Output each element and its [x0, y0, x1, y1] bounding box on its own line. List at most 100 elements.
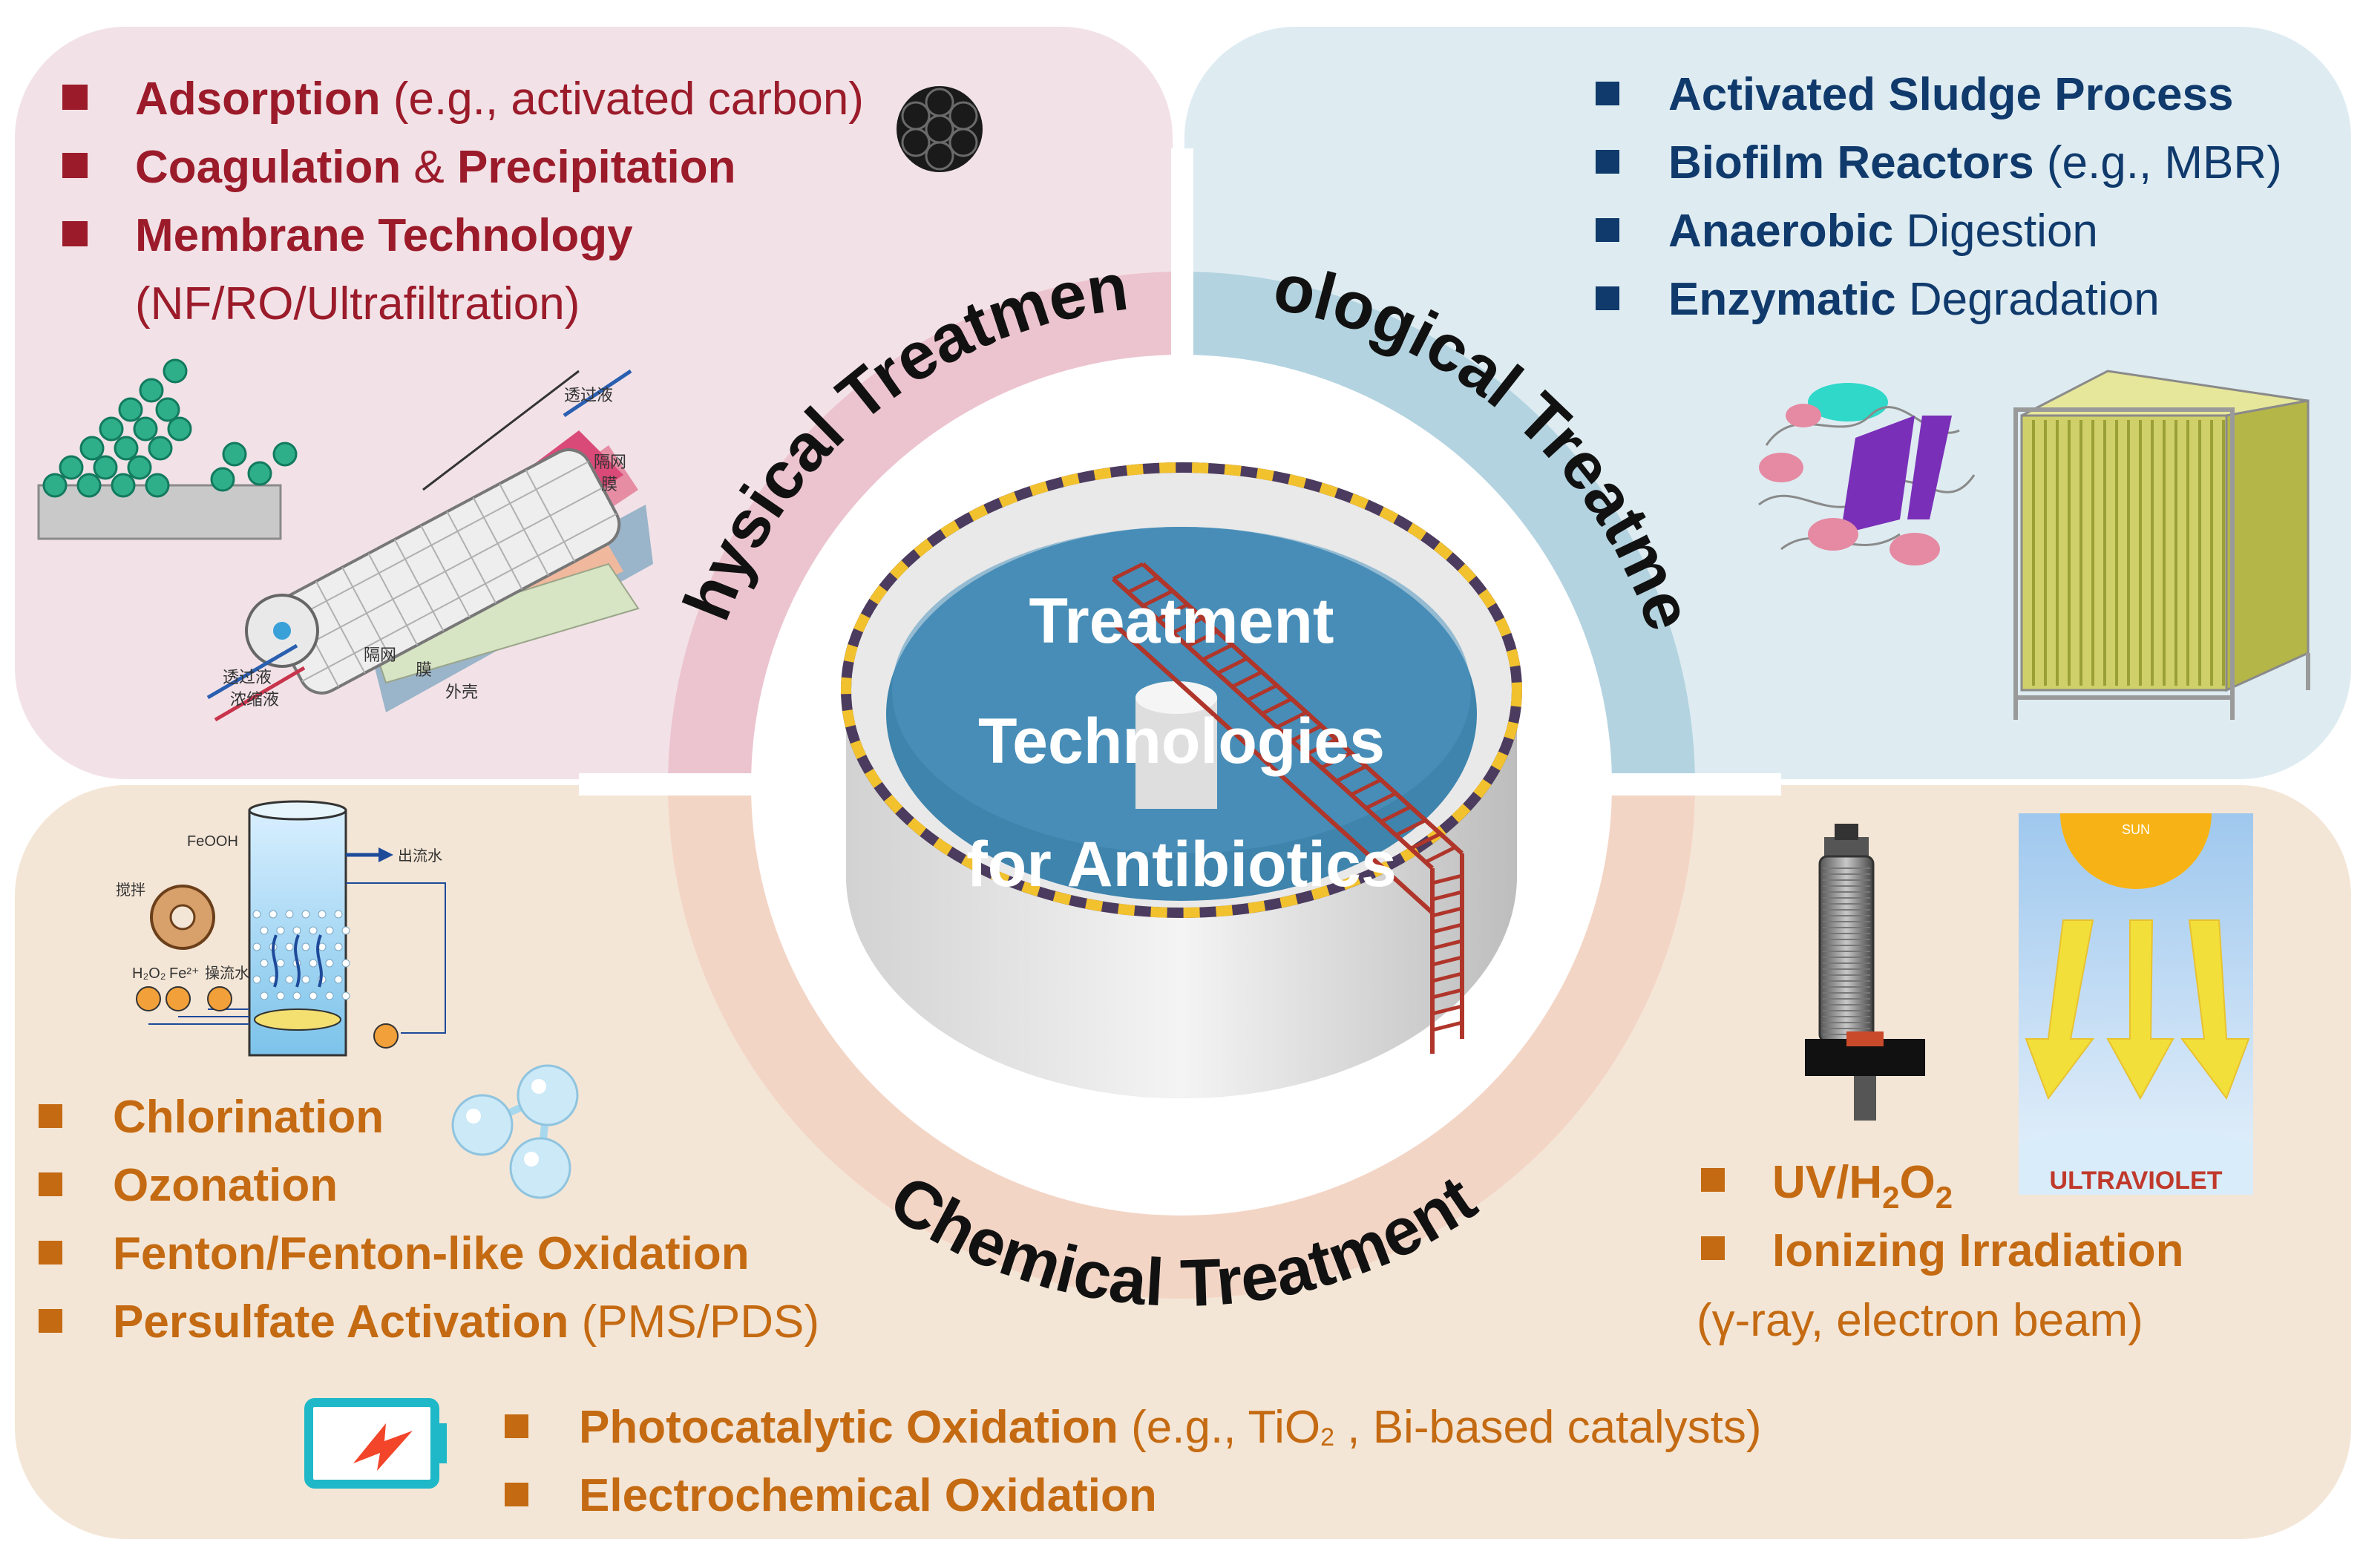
biological-item-anaerobic: Anaerobic Digestion: [1668, 206, 2098, 257]
adsorbate-particle: [247, 461, 272, 486]
physical-item-membrane-continuation: (NF/RO/Ultrafiltration): [135, 278, 580, 329]
ladder-rung: [1432, 1004, 1463, 1016]
adsorbate-particle: [42, 473, 68, 498]
adsorbate-particle: [222, 442, 247, 467]
bridge-rung: [1216, 657, 1248, 675]
bubble: [318, 910, 327, 919]
treatment-tank-illustration: [841, 462, 1522, 1098]
adsorbate-particle: [118, 397, 143, 422]
bubble: [301, 975, 310, 984]
fenton-label-inflow: 操流水: [205, 965, 249, 982]
chemical-items-right: UV/H2O2 Ionizing Irradiation (γ-ray, ele…: [1697, 1157, 2184, 1346]
chemical-item-persulfate: Persulfate Activation (PMS/PDS): [113, 1296, 819, 1348]
bridge-rung: [1201, 643, 1233, 662]
bridge-rung: [1290, 724, 1323, 743]
bubble: [260, 959, 269, 968]
center-title-line-2: Technologies: [978, 706, 1385, 777]
bullet: [39, 1104, 62, 1128]
bubble: [292, 926, 301, 935]
membrane-label: 透过液: [564, 386, 613, 404]
bubble: [260, 991, 269, 1000]
bullet: [62, 153, 88, 178]
uv-reactor-illustration: [1805, 824, 1925, 1121]
bullet: [62, 85, 88, 110]
adsorbate-particle: [127, 455, 152, 480]
bubble: [341, 991, 350, 1000]
bubble: [334, 975, 343, 984]
adsorbate-particle: [114, 436, 139, 461]
bridge-rung: [1156, 603, 1189, 621]
adsorbate-particle: [76, 473, 102, 498]
activated-carbon-icon: [897, 86, 983, 172]
mbr-module-illustration: [2013, 370, 2310, 720]
bubble: [325, 926, 334, 935]
bubble: [301, 942, 310, 951]
adsorption-particles-illustration: [37, 358, 298, 540]
chemical-item-ionizing: Ionizing Irradiation: [1772, 1225, 2184, 1276]
bubble: [276, 926, 285, 935]
bullet: [1596, 218, 1619, 242]
bubble: [325, 959, 334, 968]
membrane-label: 隔网: [594, 453, 626, 471]
bubble: [252, 942, 261, 951]
membrane-label: 外壳: [445, 683, 478, 701]
physical-item-coagulation: Coagulation & Precipitation: [135, 142, 736, 193]
bullet: [39, 1241, 62, 1264]
bubble: [285, 975, 294, 984]
bubble: [252, 975, 261, 984]
bubble: [334, 942, 343, 951]
fenton-label-stir: 搅拌: [116, 882, 145, 899]
adsorbate-particle: [210, 467, 235, 492]
chemical-item-ionizing-continuation: (γ-ray, electron beam): [1697, 1295, 2143, 1346]
fenton-label-fe: Fe²⁺: [169, 965, 200, 982]
bridge-rung: [1394, 819, 1426, 838]
bullet: [39, 1309, 62, 1333]
bullet: [62, 221, 88, 246]
chemical-item-uv-h2o2: UV/H2O2: [1772, 1157, 1953, 1215]
membrane-label: 透过液: [223, 668, 272, 686]
bridge-rung: [1334, 764, 1367, 784]
bubble: [325, 991, 334, 1000]
chemical-item-chlorination: Chlorination: [113, 1092, 384, 1143]
bullet: [505, 1414, 528, 1438]
bubble: [301, 910, 310, 919]
adsorbate-particle: [79, 436, 105, 461]
bridge-rung: [1349, 778, 1382, 797]
center-title-line-3: for Antibiotics: [966, 829, 1397, 900]
adsorbate-particle: [111, 473, 136, 498]
bridge-rung: [1230, 670, 1263, 689]
membrane-label: 浓缩液: [230, 690, 279, 709]
bullet: [1596, 286, 1619, 310]
chemical-items-bottom: Photocatalytic Oxidation (e.g., TiO2 , B…: [505, 1402, 1761, 1521]
adsorbate-particle: [163, 358, 188, 384]
ladder-rung: [1432, 906, 1463, 918]
biological-item-enzymatic: Enzymatic Degradation: [1668, 274, 2160, 325]
bullet: [1701, 1168, 1725, 1192]
bubble: [276, 991, 285, 1000]
chemical-item-ozonation: Ozonation: [113, 1160, 338, 1211]
adsorbate-particle: [133, 416, 158, 442]
uv-label-sun: SUN: [2122, 822, 2150, 837]
bubble: [341, 926, 350, 935]
bubble: [276, 959, 285, 968]
ladder-rung: [1432, 971, 1463, 983]
center-title: Treatment Technologies for Antibiotics: [966, 585, 1397, 900]
chemical-item-fenton: Fenton/Fenton-like Oxidation: [113, 1228, 750, 1279]
bubble: [309, 926, 318, 935]
bridge-rung: [1245, 683, 1278, 703]
membrane-label: 隔网: [364, 646, 396, 664]
ladder-rung: [1432, 1020, 1463, 1032]
bullet: [505, 1483, 528, 1506]
bridge-rung: [1260, 697, 1293, 716]
ultraviolet-panel-illustration: SUN ULTRAVIOLET: [2019, 813, 2253, 1195]
adsorbate-particle: [155, 397, 180, 422]
ladder-rung: [1432, 922, 1463, 934]
bridge-rung: [1305, 738, 1337, 756]
bridge-rung: [1320, 751, 1352, 770]
chemical-items-left: Chlorination Ozonation Fenton/Fenton-lik…: [39, 1092, 819, 1348]
bridge-rung: [1379, 805, 1412, 824]
physical-item-adsorption: Adsorption (e.g., activated carbon): [135, 73, 864, 125]
bridge-rung: [1112, 562, 1144, 581]
adsorbate-particle: [93, 455, 118, 480]
